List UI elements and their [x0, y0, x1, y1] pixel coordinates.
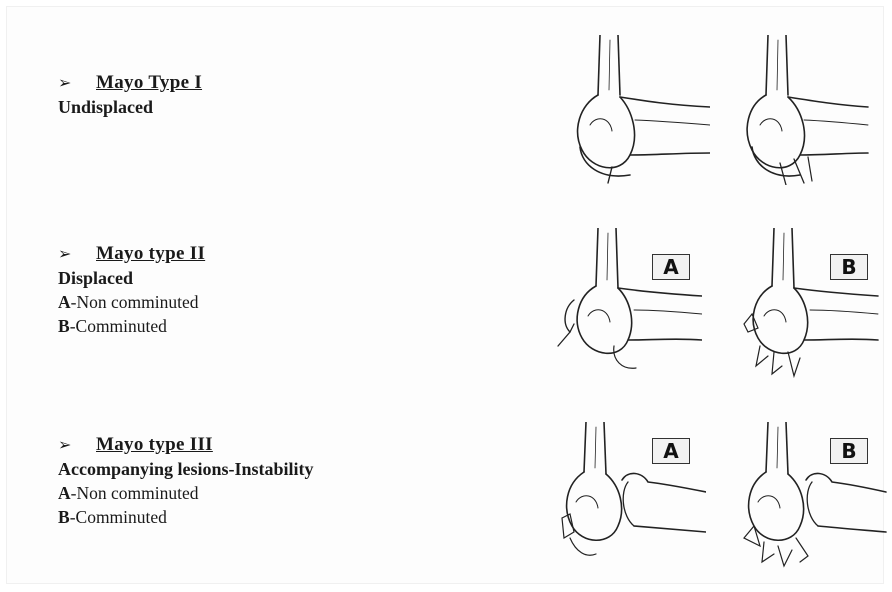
mayo-type-2-title: Mayo type II	[96, 243, 205, 265]
mayo-type-3-title: Mayo type III	[96, 434, 213, 456]
mayo-type-2-line-a: A-Non comminuted	[58, 292, 205, 313]
arrow-bullet-icon: ➢	[58, 244, 96, 263]
panel-label-b: B	[830, 254, 868, 280]
mayo-type-3-line-a: A-Non comminuted	[58, 483, 314, 504]
panel-label-a: A	[652, 254, 690, 280]
arrow-bullet-icon: ➢	[58, 435, 96, 454]
elbow-illustration-type1-b	[738, 35, 888, 185]
mayo-type-3-subtitle: Accompanying lesions-Instability	[58, 459, 314, 480]
mayo-type-3-block: ➢ Mayo type III Accompanying lesions-Ins…	[58, 434, 314, 528]
mayo-type-3-line-b: B-Comminuted	[58, 507, 314, 528]
elbow-illustration-type2-a	[552, 228, 702, 378]
elbow-illustration-type1-a	[560, 35, 710, 185]
mayo-type-2-subtitle: Displaced	[58, 268, 205, 289]
elbow-illustration-type2-b	[738, 228, 888, 378]
mayo-type-2-line-b: B-Comminuted	[58, 316, 205, 337]
arrow-bullet-icon: ➢	[58, 73, 96, 92]
panel-label-a: A	[652, 438, 690, 464]
mayo-type-2-block: ➢ Mayo type II Displaced A-Non comminute…	[58, 243, 205, 337]
panel-label-b: B	[830, 438, 868, 464]
mayo-type-1-title: Mayo Type I	[96, 72, 202, 94]
mayo-type-1-block: ➢ Mayo Type I Undisplaced	[58, 72, 202, 118]
mayo-type-1-subtitle: Undisplaced	[58, 97, 202, 118]
